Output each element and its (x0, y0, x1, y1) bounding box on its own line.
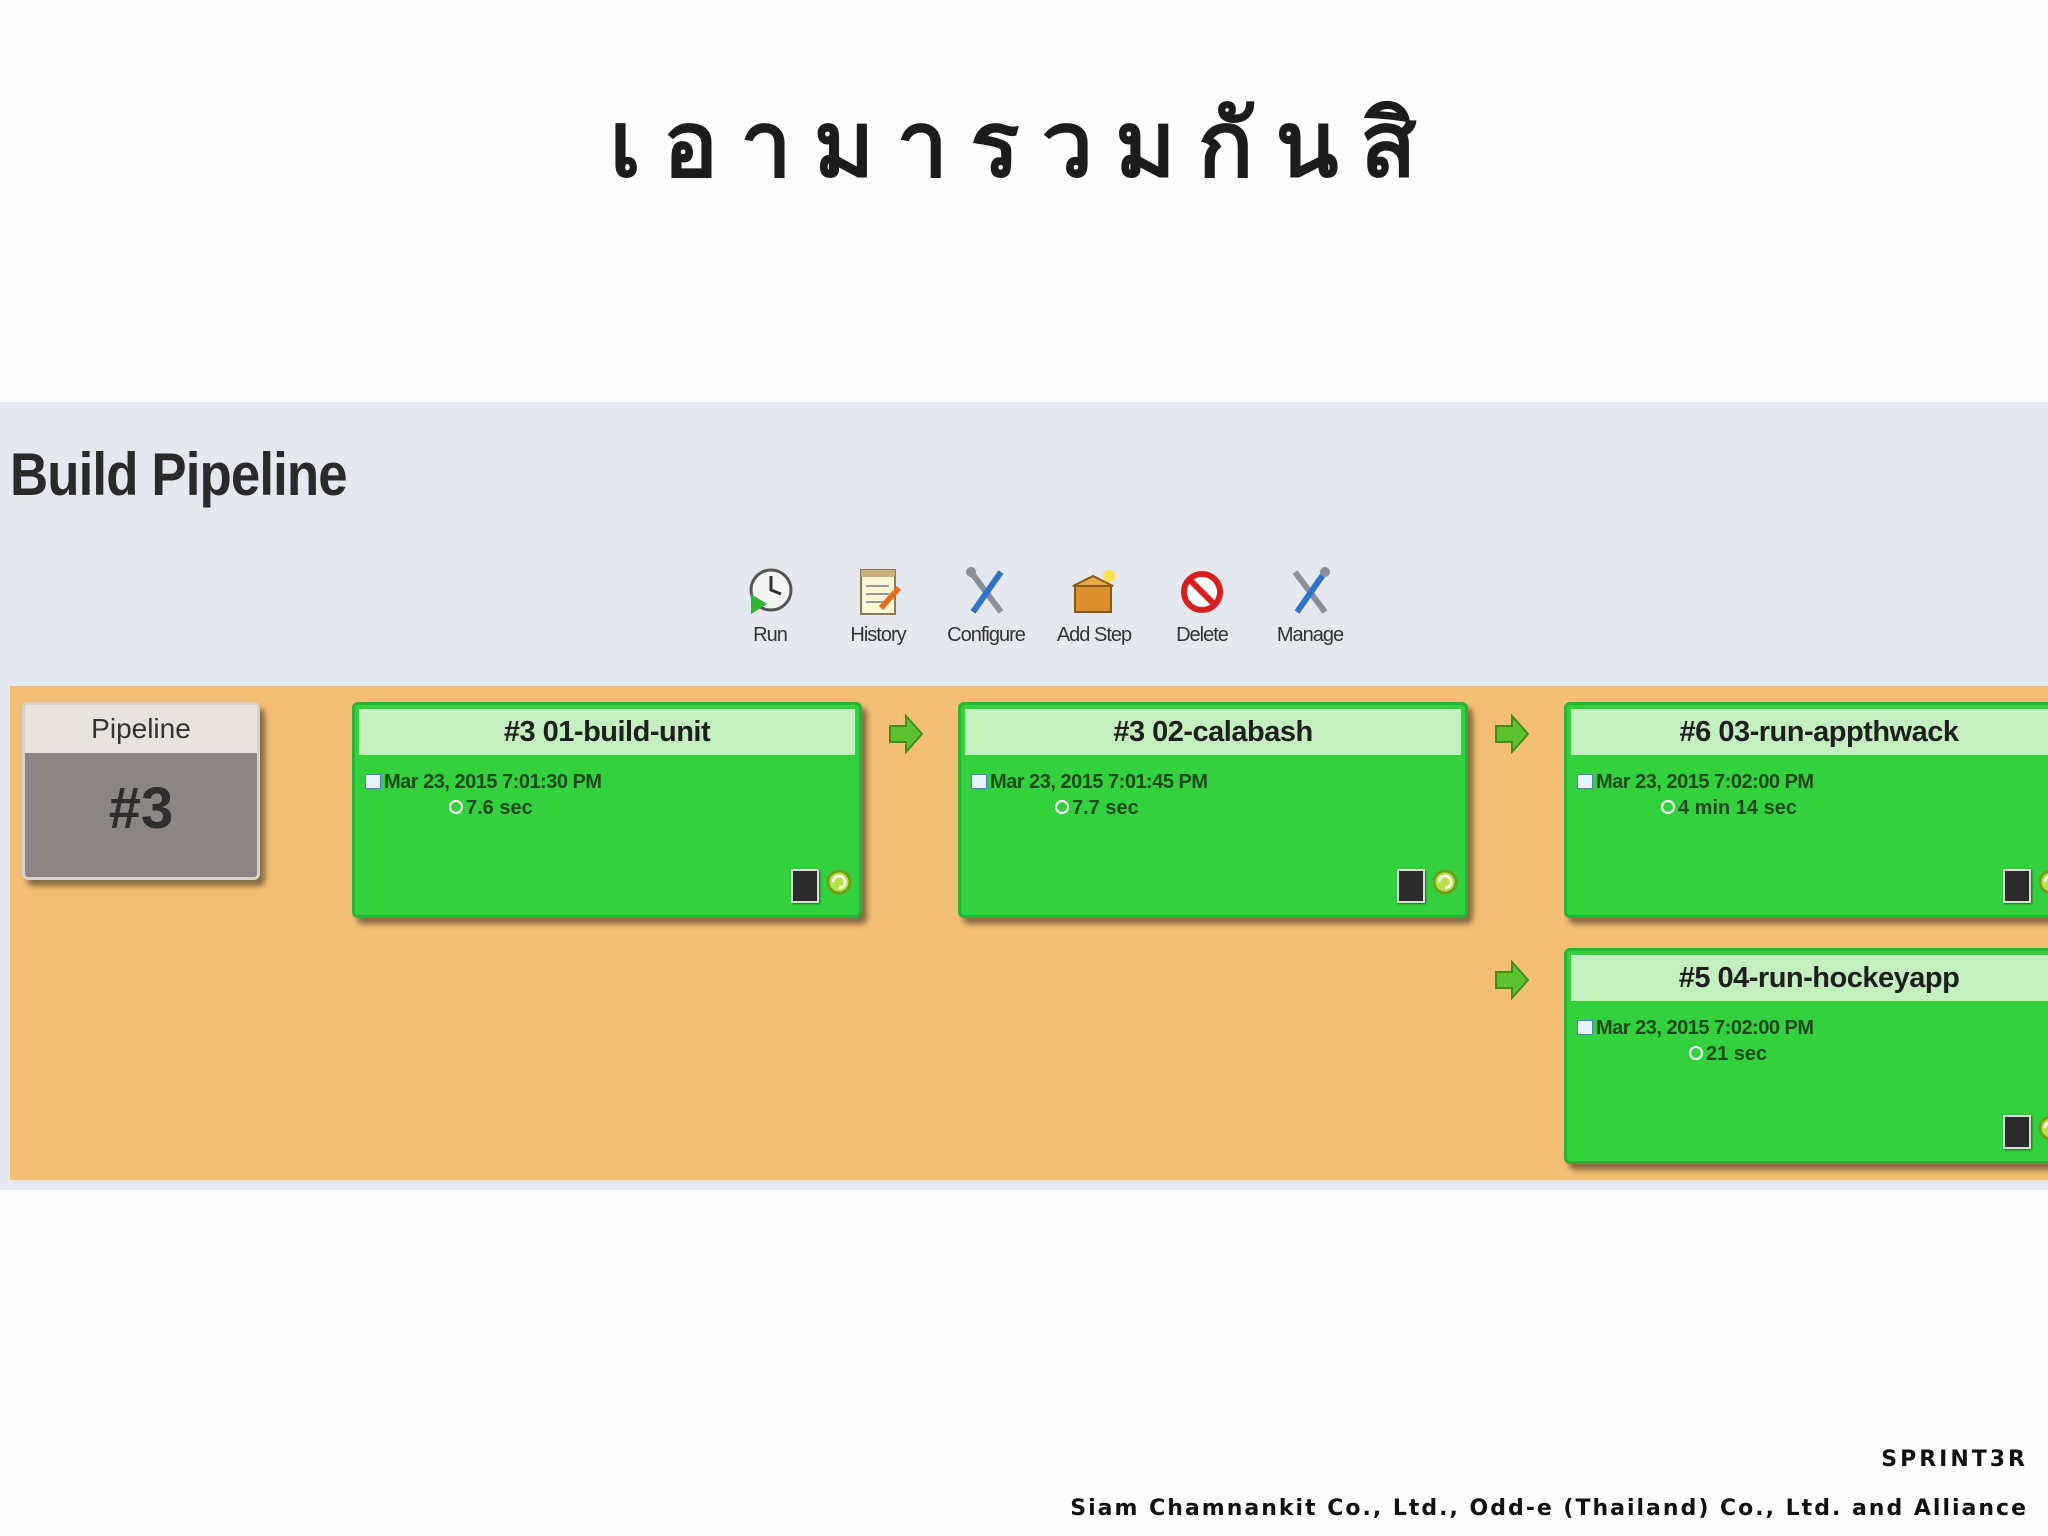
job-title[interactable]: #3 01-build-unit (359, 709, 855, 755)
arrow-right-icon (1495, 960, 1530, 1000)
job-date: Mar 23, 2015 7:02:00 PM (1577, 771, 1814, 794)
clock-icon (1661, 800, 1675, 814)
calendar-icon (365, 774, 381, 789)
history-label: History (850, 624, 906, 646)
job-card[interactable]: #3 01-build-unit Mar 23, 2015 7:01:30 PM… (352, 702, 862, 918)
add-step-button[interactable]: Add Step (1046, 564, 1142, 647)
rebuild-icon[interactable] (2037, 1113, 2048, 1143)
calendar-icon (1577, 774, 1593, 789)
run-label: Run (753, 624, 788, 646)
slide-title: เอามารวมกันสิ (609, 91, 1439, 198)
clock-icon (1055, 800, 1069, 814)
console-icon[interactable] (2003, 1115, 2031, 1149)
delete-label: Delete (1176, 624, 1229, 646)
pipeline-label: Pipeline (25, 705, 257, 753)
console-icon[interactable] (1397, 869, 1425, 903)
job-date: Mar 23, 2015 7:02:00 PM (1577, 1017, 1814, 1040)
job-duration: 7.7 sec (1055, 797, 1139, 820)
manage-button[interactable]: Manage (1262, 564, 1358, 647)
delete-icon (1181, 571, 1223, 613)
add-step-icon (1072, 570, 1115, 613)
manage-icon (1292, 567, 1330, 614)
page-title: Build Pipeline (10, 441, 348, 508)
job-title[interactable]: #3 02-calabash (965, 709, 1461, 755)
console-icon[interactable] (2003, 869, 2031, 903)
pipeline-run-box[interactable]: Pipeline #3 (22, 702, 260, 880)
calendar-icon (971, 774, 987, 789)
job-title[interactable]: #6 03-run-appthwack (1571, 709, 2048, 755)
job-card[interactable]: #5 04-run-hockeyapp Mar 23, 2015 7:02:00… (1564, 948, 2048, 1164)
job-duration: 7.6 sec (449, 797, 533, 820)
rebuild-icon[interactable] (1431, 867, 1459, 897)
arrow-right-icon (889, 714, 924, 754)
configure-icon (966, 567, 1004, 614)
build-pipeline-screenshot: Build Pipeline Run History (0, 402, 2048, 1190)
arrow-right-icon (1495, 714, 1530, 754)
console-icon[interactable] (791, 869, 819, 903)
run-icon (749, 568, 793, 614)
configure-label: Configure (947, 624, 1026, 646)
calendar-icon (1577, 1020, 1593, 1035)
run-button[interactable]: Run (722, 564, 818, 647)
pipeline-area: Pipeline #3 #3 01-build-unit Mar 23, 201… (10, 686, 2048, 1180)
configure-button[interactable]: Configure (938, 564, 1034, 647)
manage-label: Manage (1276, 624, 1344, 646)
rebuild-icon[interactable] (825, 867, 853, 897)
job-duration: 4 min 14 sec (1661, 797, 1797, 820)
job-card[interactable]: #3 02-calabash Mar 23, 2015 7:01:45 PM 7… (958, 702, 1468, 918)
footer-text: Siam Chamnankit Co., Ltd., Odd-e (Thaila… (1070, 1496, 2028, 1521)
clock-icon (1689, 1046, 1703, 1060)
job-duration: 21 sec (1689, 1043, 1767, 1066)
rebuild-icon[interactable] (2037, 867, 2048, 897)
clock-icon (449, 800, 463, 814)
brand-label: SPRINT3R (1881, 1447, 2028, 1472)
job-date: Mar 23, 2015 7:01:30 PM (365, 771, 602, 794)
job-card[interactable]: #6 03-run-appthwack Mar 23, 2015 7:02:00… (1564, 702, 2048, 918)
pipeline-number: #3 (108, 776, 174, 841)
add-step-label: Add Step (1056, 624, 1132, 646)
job-title[interactable]: #5 04-run-hockeyapp (1571, 955, 2048, 1001)
history-button[interactable]: History (830, 564, 926, 647)
history-icon (860, 569, 901, 615)
delete-button[interactable]: Delete (1154, 564, 1250, 647)
job-date: Mar 23, 2015 7:01:45 PM (971, 771, 1208, 794)
